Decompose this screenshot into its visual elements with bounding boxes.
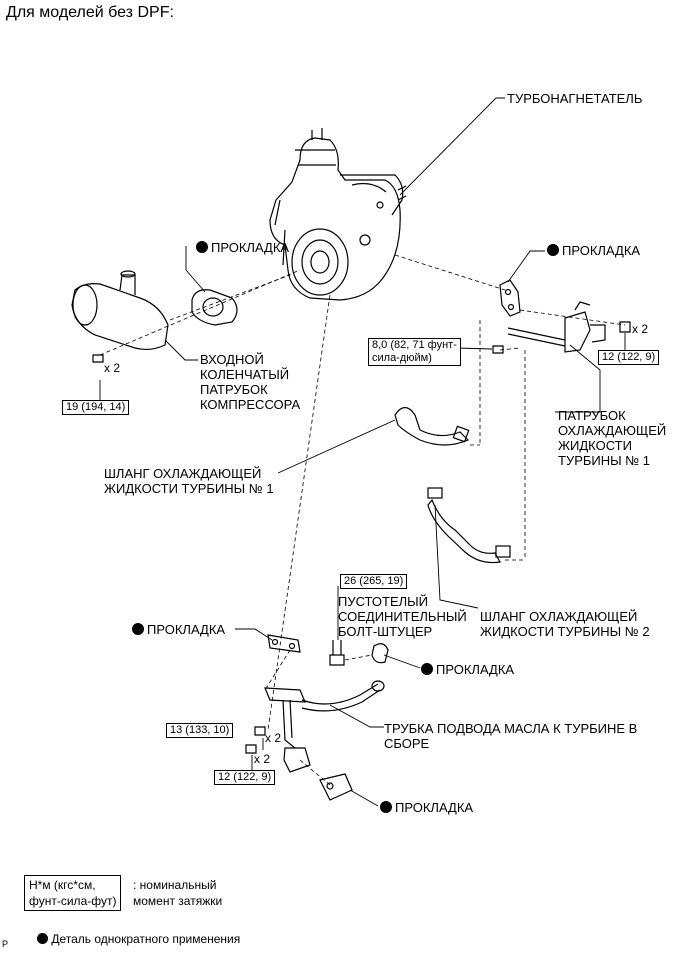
gasket-label-compressor: ПРОКЛАДКА — [196, 240, 289, 255]
bolt-inlet — [92, 354, 104, 363]
corner-mark: P — [2, 939, 9, 949]
union-bolt-part — [329, 640, 345, 666]
gasket-text: ПРОКЛАДКА — [395, 800, 474, 815]
single-use-dot-icon — [132, 623, 144, 635]
single-use-dot-icon — [37, 933, 49, 944]
single-use-dot-icon — [380, 801, 392, 813]
union-bolt-label: ПУСТОТЕЛЫЙ СОЕДИНИТЕЛЬНЫЙ БОЛТ-ШТУЦЕР — [338, 594, 467, 639]
gasket-label-bottom: ПРОКЛАДКА — [380, 800, 473, 815]
single-use-dot-icon — [196, 241, 208, 253]
torque-13-bolt: 13 (133, 10) — [166, 723, 234, 738]
single-use-dot-icon — [421, 663, 433, 675]
gasket-label-flange: ПРОКЛАДКА — [547, 243, 640, 258]
flange-gasket-part — [499, 279, 521, 317]
cooling-hose-2-label: ШЛАНГ ОХЛАЖДАЮЩЕЙ ЖИДКОСТИ ТУРБИНЫ № 2 — [480, 609, 650, 639]
bolt-13 — [254, 726, 266, 736]
gasket-label-oil-pipe: ПРОКЛАДКА — [132, 622, 225, 637]
bottom-gasket-part — [319, 773, 353, 801]
legend-single-use-text: Деталь однократного применения — [51, 932, 241, 946]
turbocharger-part — [269, 128, 407, 301]
single-use-dot-icon — [547, 244, 559, 256]
multiplier-12-bottom: x 2 — [254, 752, 271, 766]
oil-feed-pipe-part — [264, 680, 385, 773]
torque-12-right-nut: 12 (122, 9) — [598, 350, 660, 365]
oil-feed-pipe-label: ТРУБКА ПОДВОДА МАСЛА К ТУРБИНЕ В СБОРЕ — [384, 721, 638, 751]
page-title: Для моделей без DPF: — [6, 4, 174, 21]
compressor-inlet-elbow-label: ВХОДНОЙ КОЛЕНЧАТЫЙ ПАТРУБОК КОМПРЕССОРА — [200, 352, 301, 412]
cooling-hose-1-part — [394, 406, 470, 446]
gasket-text: ПРОКЛАДКА — [211, 240, 290, 255]
torque-8-bolt: 8,0 (82, 71 фунт- сила-дюйм) — [368, 338, 461, 366]
cooling-hose-1-label: ШЛАНГ ОХЛАЖДАЮЩЕЙ ЖИДКОСТИ ТУРБИНЫ № 1 — [104, 466, 274, 496]
compressor-inlet-elbow-part — [71, 270, 169, 351]
gasket-text: ПРОКЛАДКА — [436, 662, 515, 677]
bolt-8 — [492, 345, 504, 354]
turbocharger-label: ТУРБОНАГНЕТАТЕЛЬ — [507, 91, 643, 106]
torque-26-union-bolt: 26 (265, 19) — [340, 574, 408, 589]
legend-unit-description: : номинальный момент затяжки — [133, 878, 223, 908]
torque-12-bottom-bolt: 12 (122, 9) — [214, 770, 276, 785]
legend-single-use: Деталь однократного применения — [24, 915, 240, 963]
legend-unit-box: Н*м (кгс*см, фунт-сила-фут) — [24, 875, 122, 911]
cooling-pipe-1-part — [507, 301, 606, 353]
multiplier-13: x 2 — [265, 731, 282, 745]
gasket-text: ПРОКЛАДКА — [147, 622, 226, 637]
cooling-pipe-1-label: ПАТРУБОК ОХЛАЖДАЮЩЕЙ ЖИДКОСТИ ТУРБИНЫ № … — [558, 408, 667, 468]
multiplier-right-nut: x 2 — [632, 322, 649, 336]
union-gasket-part — [371, 643, 389, 664]
gasket-text: ПРОКЛАДКА — [562, 243, 641, 258]
oil-pipe-gasket-top-part — [267, 634, 301, 653]
bolt-12-bottom — [245, 744, 257, 754]
multiplier-inlet: x 2 — [104, 361, 121, 375]
cooling-hose-2-part — [427, 498, 501, 564]
compressor-gasket-part — [191, 289, 238, 326]
nut-12-right — [619, 321, 631, 333]
torque-inlet-bolt: 19 (194, 14) — [62, 400, 130, 415]
gasket-label-union: ПРОКЛАДКА — [421, 662, 514, 677]
